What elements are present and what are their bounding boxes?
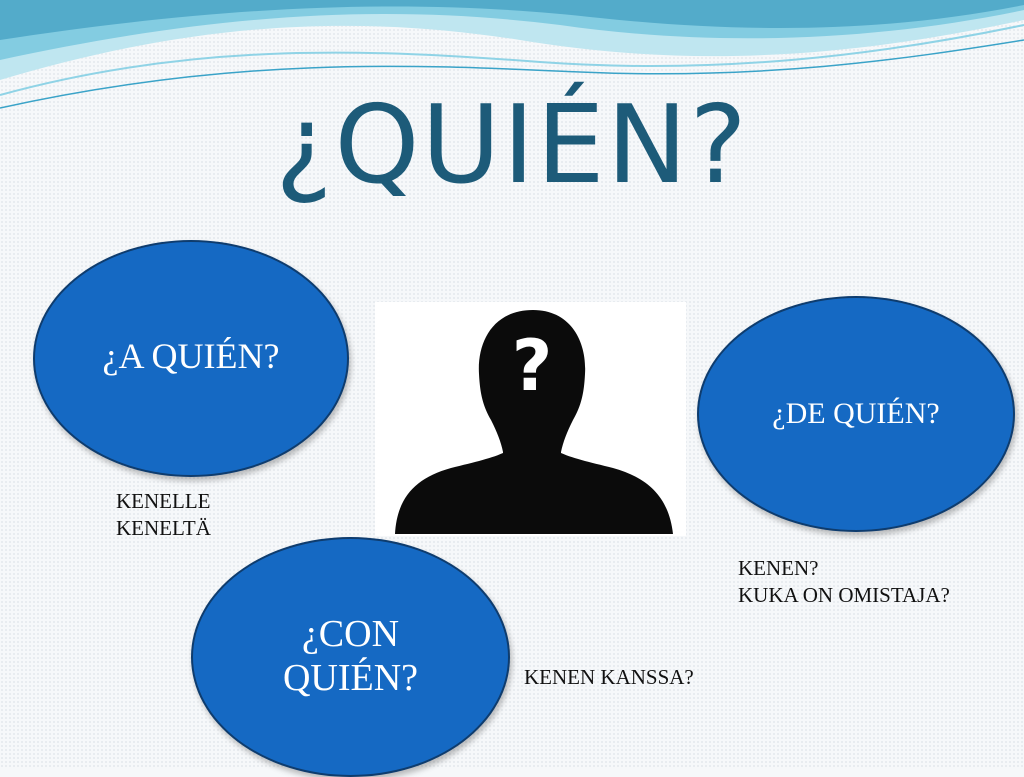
note-a-quien: KENELLE KENELTÄ: [116, 488, 211, 543]
bubble-con-quien-label: ¿CON QUIÉN?: [282, 613, 419, 699]
bubble-de-quien-label: ¿DE QUIÉN?: [772, 397, 940, 430]
question-mark: ?: [512, 325, 553, 407]
bubble-de-quien: ¿DE QUIÉN?: [697, 296, 1015, 532]
unknown-person-silhouette-icon: ?: [395, 310, 673, 534]
note-line: KENEN KANSSA?: [524, 665, 694, 689]
note-line: KENEN?: [738, 556, 819, 580]
note-de-quien: KENEN? KUKA ON OMISTAJA?: [738, 555, 950, 610]
note-con-quien: KENEN KANSSA?: [524, 664, 694, 691]
bubble-a-quien: ¿A QUIÉN?: [33, 240, 349, 477]
note-line: KENELTÄ: [116, 516, 211, 541]
bubble-a-quien-label: ¿A QUIÉN?: [102, 335, 280, 376]
wave-decoration: [0, 0, 1024, 109]
note-line: KUKA ON OMISTAJA?: [738, 583, 950, 608]
unknown-person-image: ?: [375, 302, 686, 536]
bubble-con-quien: ¿CON QUIÉN?: [191, 537, 510, 777]
slide-title: ¿QUIÉN?: [275, 83, 749, 208]
note-line: KENELLE: [116, 489, 211, 513]
